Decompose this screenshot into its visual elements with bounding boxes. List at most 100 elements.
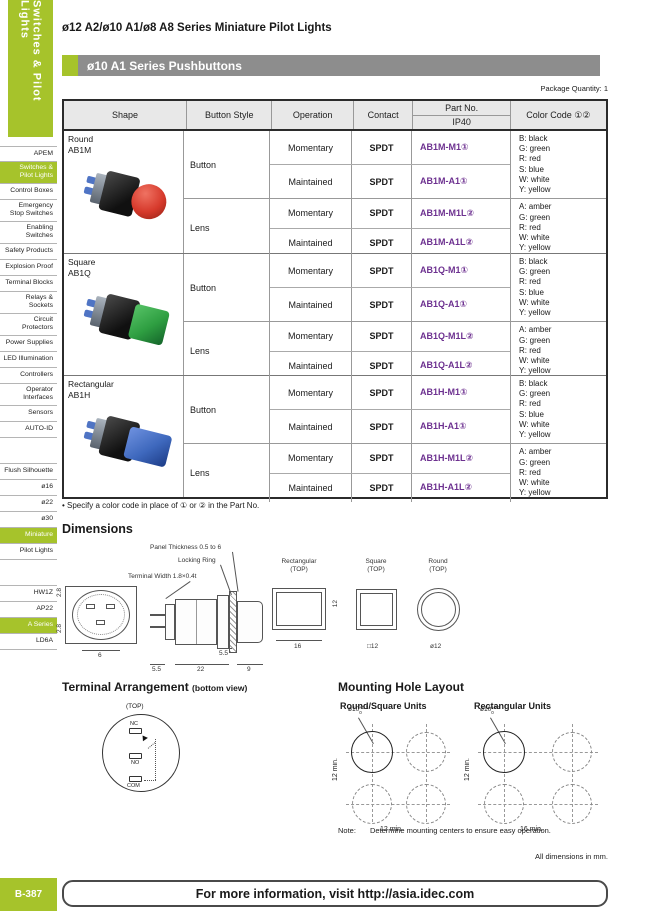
sidebar-item-o22[interactable]: ø22 (0, 496, 57, 512)
terminal-mark (86, 604, 95, 609)
contact-cell: SPDT (352, 228, 412, 257)
terminal-nc-label: NC (130, 721, 138, 727)
contact-arrow (140, 733, 148, 742)
table-row: Maintained SPDT AB1H-A1L② (270, 472, 510, 502)
category-spine-label: Switches & Pilot Lights (18, 0, 43, 102)
contact-cell: SPDT (352, 199, 412, 228)
sidebar-item-power-supplies[interactable]: Power Supplies (0, 336, 57, 352)
section-banner: ø10 A1 Series Pushbuttons (62, 55, 600, 76)
sidebar-item-relays-sockets[interactable]: Relays & Sockets (0, 292, 57, 314)
table-row-round-ab1m: Round AB1M Button Momentary (64, 131, 606, 257)
table-row: Momentary SPDT AB1H-M1① (270, 376, 510, 410)
circuit-dotted-line (155, 739, 156, 780)
sidebar-item-led-illumination[interactable]: LED Illumination (0, 352, 57, 368)
terminal-arrangement-title: Terminal Arrangement (bottom view) (62, 680, 247, 694)
part-number: AB1M-M1L② (420, 207, 475, 218)
lens-group: Lens Momentary SPDT AB1M-M1L② Maintained… (184, 198, 606, 257)
terminal-block (165, 604, 175, 640)
dim-line (175, 664, 229, 665)
part-number: AB1Q-A1① (420, 299, 468, 310)
rectangular-units-label: Rectangular Units (474, 701, 552, 711)
dim-line (217, 648, 232, 649)
vertical-pitch-label: 12 min. (464, 758, 471, 781)
shape-cell: Rectangular AB1H (64, 376, 184, 497)
lens-group: Lens Momentary SPDT AB1H-M1L② Maintained… (184, 443, 606, 502)
sidebar-item-explosion-proof[interactable]: Explosion Proof (0, 260, 57, 276)
button-group: Button Momentary SPDT AB1M-M1① Maintaine… (184, 131, 606, 199)
panel-thickness-label: Panel Thickness 0.5 to 6 (150, 544, 222, 551)
terminal-width-label: Terminal Width 1.8×0.4t (128, 573, 197, 580)
part-number: AB1Q-A1L② (420, 360, 473, 371)
category-spine: Switches & Pilot Lights (8, 0, 53, 137)
sidebar-gap (0, 438, 57, 464)
terminal-pin (150, 614, 165, 616)
sidebar-item-switches-pilot-lights[interactable]: Switches & Pilot Lights (0, 162, 57, 184)
terminal-no-label: NO (131, 760, 140, 766)
contact-cell: SPDT (352, 288, 412, 322)
square-top-label: Square (TOP) (365, 558, 387, 574)
page-number-badge: B-387 (0, 878, 57, 911)
sidebar-item-miniature[interactable]: Miniature (0, 527, 57, 544)
contact-cell: SPDT (352, 131, 412, 165)
sidebar-nav: APEM Switches & Pilot Lights Control Box… (0, 146, 57, 650)
sidebar-item-flush-silhouette[interactable]: Flush Silhouette (0, 464, 57, 480)
sidebar-item-control-boxes[interactable]: Control Boxes (0, 184, 57, 200)
col-header-ip-rating: IP40 (413, 114, 510, 130)
mounting-hole-layout-title: Mounting Hole Layout (338, 680, 464, 694)
sidebar-item-auto-id[interactable]: AUTO-ID (0, 422, 57, 438)
sidebar-item-emergency-stop-switches[interactable]: Emergency Stop Switches (0, 200, 57, 222)
dim-label: 5.5 (219, 650, 229, 657)
contact-cell: SPDT (352, 473, 412, 502)
sidebar-item-sensors[interactable]: Sensors (0, 406, 57, 422)
button-cap (237, 601, 263, 643)
part-number: AB1H-A1L② (420, 482, 473, 493)
sidebar-item-apem[interactable]: APEM (0, 146, 57, 162)
square-top-inner (360, 593, 393, 626)
sidebar-item-hw1z[interactable]: HW1Z (0, 586, 57, 602)
contact-cell: SPDT (352, 351, 412, 380)
color-code-cell: B: black G: green R: red S: blue W: whit… (510, 131, 606, 199)
dim-label: 12 (332, 600, 339, 608)
table-row: Maintained SPDT AB1Q-A1L② (270, 350, 510, 380)
dim-line (276, 640, 322, 641)
panel-section (229, 591, 237, 653)
sidebar-item-circuit-protectors[interactable]: Circuit Protectors (0, 314, 57, 336)
operation-cell: Maintained (270, 473, 352, 502)
center-line (346, 752, 450, 753)
terminal-mark (106, 604, 115, 609)
vertical-pitch-label: 12 min. (332, 758, 339, 781)
part-number: AB1M-A1L② (420, 237, 474, 248)
hole-diameter: ø10 (480, 706, 492, 713)
round-pushbutton-photo (73, 154, 174, 239)
round-top-label: Round (TOP) (428, 558, 448, 574)
terminal-pin (150, 626, 165, 628)
button-style-cell: Button (184, 131, 270, 199)
sidebar-item-controllers[interactable]: Controllers (0, 368, 57, 384)
table-row-rectangular-ab1h: Rectangular AB1H Button Mome (64, 375, 606, 502)
col-header-part-no-label: Part No. (445, 102, 479, 113)
operation-cell: Momentary (270, 131, 352, 165)
part-number: AB1H-M1① (420, 387, 468, 398)
block-rows: Button Momentary SPDT AB1M-M1① Maintaine… (184, 131, 606, 257)
sidebar-item-ap22[interactable]: AP22 (0, 602, 57, 618)
sidebar-item-safety-products[interactable]: Safety Products (0, 244, 57, 260)
terminal-com (129, 776, 142, 782)
center-line (372, 724, 373, 822)
sidebar-item-ld6a[interactable]: LD6A (0, 634, 57, 650)
dim-line (150, 664, 165, 665)
sidebar-item-enabling-switches[interactable]: Enabling Switches (0, 222, 57, 244)
part-number: AB1M-M1① (420, 142, 469, 153)
center-line (478, 804, 598, 805)
sidebar-item-operator-interfaces[interactable]: Operator Interfaces (0, 384, 57, 406)
footer-info-link[interactable]: For more information, visit http://asia.… (62, 880, 608, 907)
sidebar-item-o30[interactable]: ø30 (0, 512, 57, 528)
sidebar-item-pilot-lights[interactable]: Pilot Lights (0, 544, 57, 560)
mounting-hole-solid (483, 731, 525, 773)
contact-cell: SPDT (352, 410, 412, 444)
sidebar-item-a-series[interactable]: A Series (0, 617, 57, 634)
sidebar-item-o16[interactable]: ø16 (0, 480, 57, 496)
sidebar-item-terminal-blocks[interactable]: Terminal Blocks (0, 276, 57, 292)
dim-label: 22 (197, 666, 205, 673)
dim-label: 2.8 (56, 624, 63, 634)
